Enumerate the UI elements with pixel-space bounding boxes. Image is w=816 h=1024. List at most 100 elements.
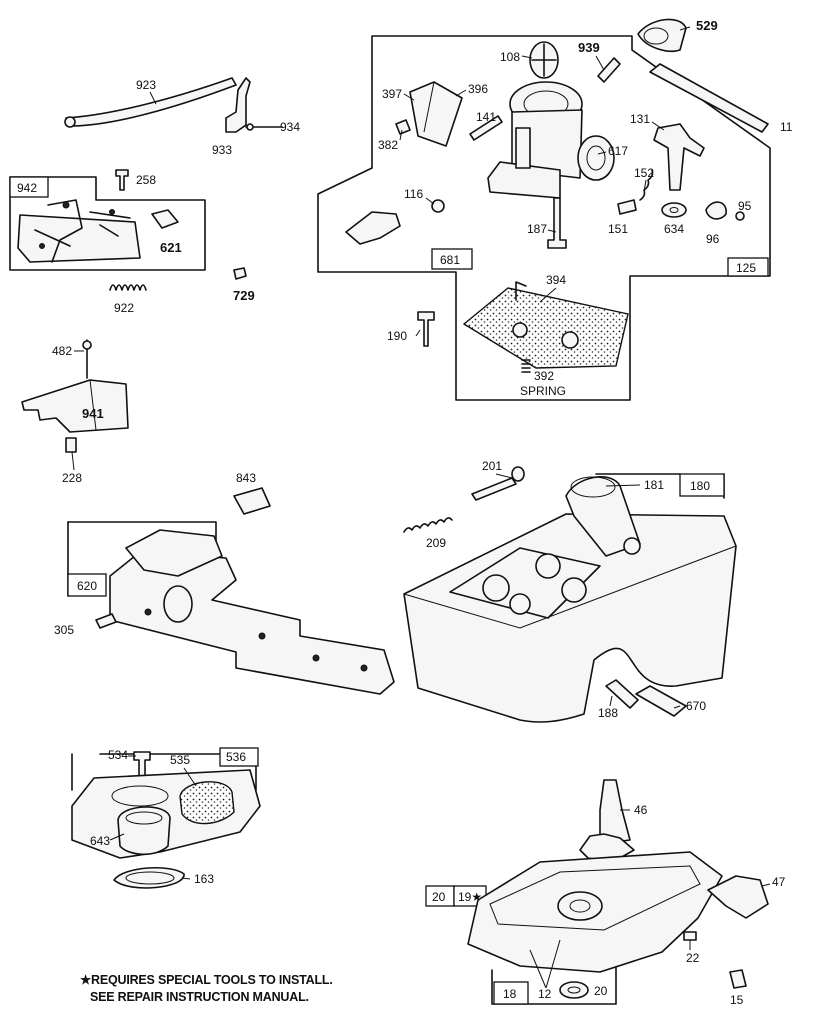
bolt-258 — [115, 169, 129, 191]
label-152: 152 — [634, 166, 654, 180]
label-305: 305 — [54, 623, 74, 637]
label-209: 209 — [426, 536, 446, 550]
label-181: 181 — [644, 478, 664, 492]
pin-141 — [469, 115, 503, 141]
label-180: 180 — [690, 479, 710, 493]
carburetor-group — [317, 18, 771, 401]
clip-843 — [233, 487, 271, 515]
fuel-tank-group — [403, 466, 737, 723]
label-634: 634 — [664, 222, 684, 236]
label-22: 22 — [686, 951, 700, 965]
label-19: 19★ — [458, 890, 482, 904]
label-394: 394 — [546, 273, 566, 287]
control-plate-group — [67, 487, 395, 695]
label-131: 131 — [630, 112, 650, 126]
part-labels: 923 933 934 942 258 621 922 729 108 939 … — [17, 18, 793, 1007]
label-15: 15 — [730, 993, 744, 1007]
label-617: 617 — [608, 144, 628, 158]
valve-131 — [653, 123, 705, 191]
label-942: 942 — [17, 181, 37, 195]
control-plate-620 — [109, 551, 395, 695]
label-536: 536 — [226, 750, 246, 764]
governor-plate-942 — [17, 214, 141, 263]
nut-15 — [729, 969, 747, 989]
spring-922 — [109, 284, 147, 291]
label-529: 529 — [696, 18, 718, 33]
label-535: 535 — [170, 753, 190, 767]
spring-209 — [403, 517, 453, 533]
label-258: 258 — [136, 173, 156, 187]
clip-621 — [151, 209, 179, 229]
label-670: 670 — [686, 699, 706, 713]
label-125: 125 — [736, 261, 756, 275]
label-228: 228 — [62, 471, 82, 485]
label-681: 681 — [440, 253, 460, 267]
screw-305 — [95, 613, 117, 629]
screw-22 — [683, 931, 697, 941]
fuel-tank-180 — [403, 513, 737, 723]
seal-20 — [559, 981, 589, 999]
label-382: 382 — [378, 138, 398, 152]
cover-643 — [117, 806, 171, 856]
label-11: 11 — [780, 120, 793, 134]
label-116: 116 — [404, 187, 423, 201]
label-20b: 20 — [594, 984, 608, 998]
label-729: 729 — [233, 288, 255, 303]
governor-shaft-46 — [599, 779, 631, 845]
label-190: 190 — [387, 329, 407, 343]
fitting-188 — [605, 679, 639, 709]
governor-link-group — [64, 77, 283, 133]
label-923: 923 — [136, 78, 156, 92]
screw-939 — [597, 57, 621, 83]
gasket-163 — [113, 866, 185, 889]
label-392: 392 — [534, 369, 554, 383]
leader-lines — [71, 26, 771, 989]
link-201 — [471, 477, 517, 501]
bracket-941-group — [21, 339, 129, 453]
label-12: 12 — [538, 987, 552, 1001]
label-18: 18 — [503, 987, 517, 1001]
label-843: 843 — [236, 471, 256, 485]
block-397 — [409, 81, 463, 147]
label-201: 201 — [482, 459, 502, 473]
label-534: 534 — [108, 748, 128, 762]
label-941: 941 — [82, 406, 104, 421]
label-620: 620 — [77, 579, 97, 593]
label-621: 621 — [160, 240, 182, 255]
gasket-394 — [462, 287, 629, 369]
label-151: 151 — [608, 222, 628, 236]
sump-group — [425, 779, 769, 1005]
label-46: 46 — [634, 803, 648, 817]
label-108: 108 — [500, 50, 520, 64]
carburetor-body-617 — [487, 81, 615, 199]
hose-670 — [635, 685, 687, 717]
label-396: 396 — [468, 82, 488, 96]
footnote: ★REQUIRES SPECIAL TOOLS TO INSTALL. SEE … — [80, 972, 333, 1006]
washer-634 — [661, 202, 687, 218]
label-933: 933 — [212, 143, 232, 157]
label-47: 47 — [772, 875, 786, 889]
label-20a: 20 — [432, 890, 446, 904]
label-939: 939 — [578, 40, 600, 55]
label-934: 934 — [280, 120, 300, 134]
fuel-tube-11 — [649, 63, 769, 133]
label-187: 187 — [527, 222, 547, 236]
label-397: 397 — [382, 87, 402, 101]
grommet-529 — [637, 18, 687, 52]
label-643: 643 — [90, 834, 110, 848]
spring-152 — [639, 169, 654, 201]
filter-535 — [179, 781, 235, 825]
label-95: 95 — [738, 199, 752, 213]
bracket-941 — [21, 379, 129, 433]
link-923 — [65, 77, 237, 127]
governor-plate-group — [9, 169, 247, 291]
footnote-line-1: ★REQUIRES SPECIAL TOOLS TO INSTALL. — [80, 973, 333, 987]
label-163: 163 — [194, 872, 214, 886]
label-922: 922 — [114, 301, 134, 315]
footnote-line-2: SEE REPAIR INSTRUCTION MANUAL. — [90, 990, 309, 1004]
label-141: 141 — [476, 110, 496, 124]
air-cleaner-group — [71, 747, 261, 889]
label-spring: SPRING — [520, 384, 566, 398]
nut-729 — [233, 267, 247, 280]
